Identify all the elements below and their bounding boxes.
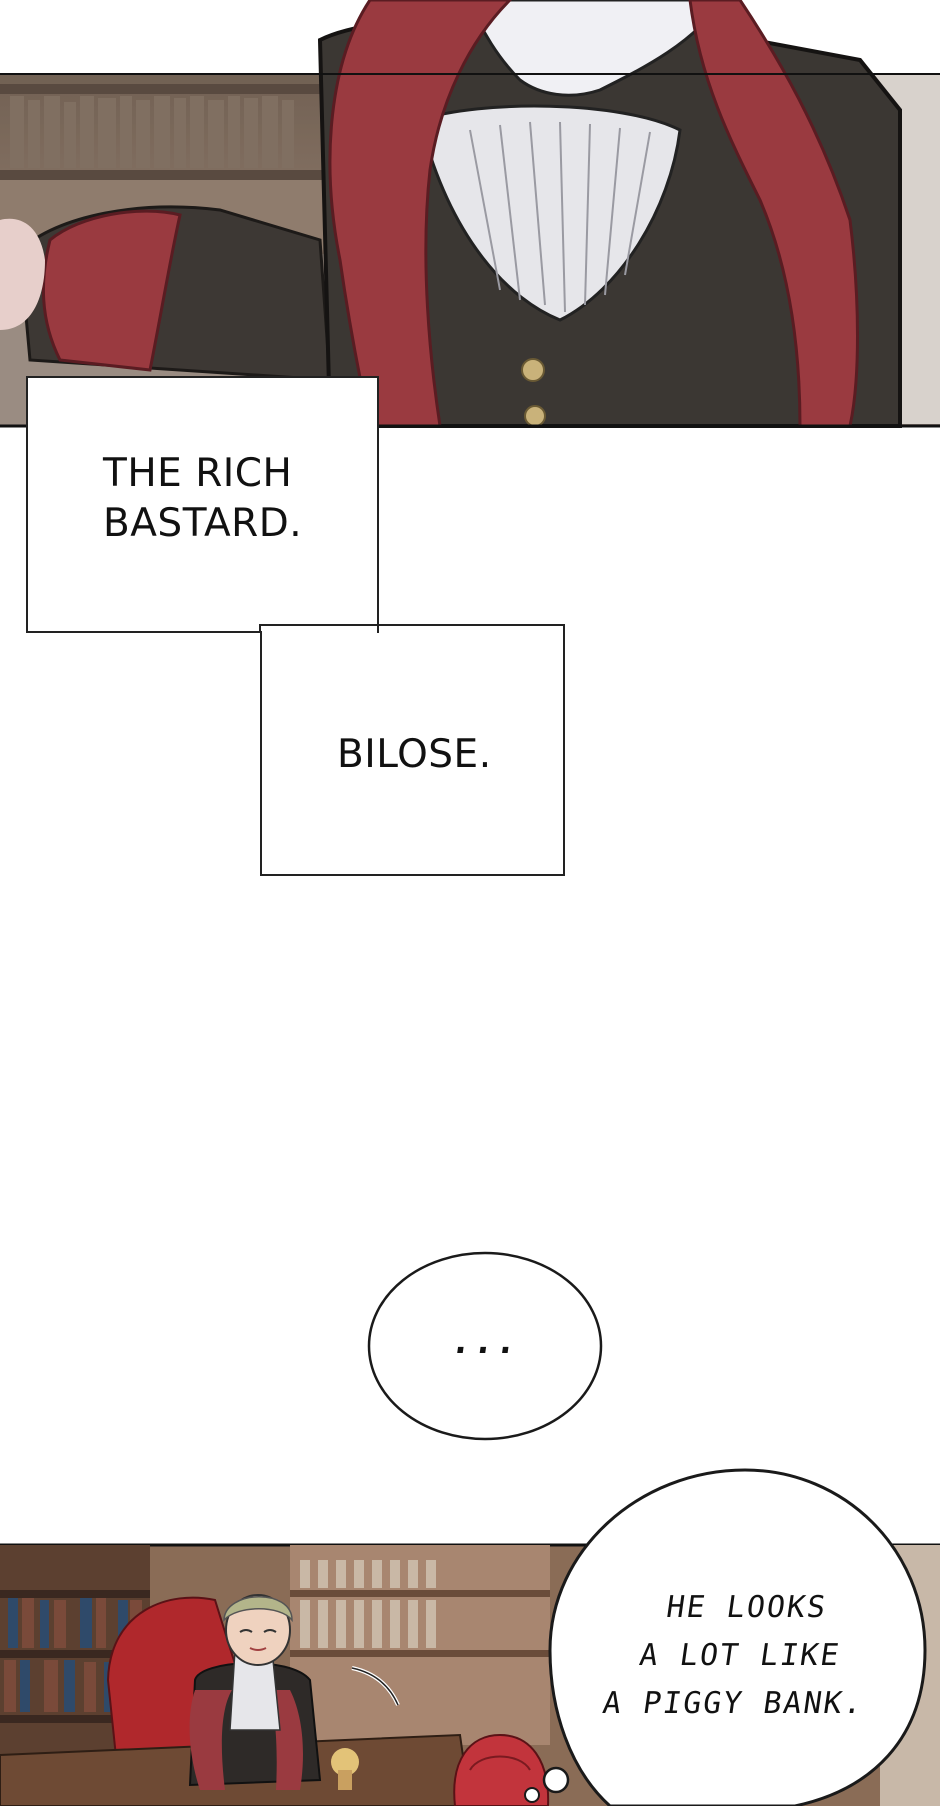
vest-torso: [317, 0, 902, 428]
thought-bubble-text: HE LOOKS A LOT LIKE A PIGGY BANK.: [590, 1584, 890, 1728]
caption-first-text: THE RICH BASTARD.: [103, 449, 302, 549]
vest-button-upper: [521, 358, 545, 382]
bookshelf-background: [0, 74, 360, 254]
desk-lamp: [331, 1748, 359, 1790]
thought-bubble-tail-small: [524, 1787, 540, 1803]
thought-bubble-line1: HE LOOKS: [664, 1590, 830, 1625]
left-sleeve: [0, 205, 332, 382]
caption-first-line1: THE RICH: [103, 451, 293, 496]
thought-bubble-line3: A PIGGY BANK.: [600, 1686, 867, 1721]
thought-bubble-line2: A LOT LIKE: [637, 1638, 843, 1673]
top-panel-art: [0, 0, 940, 428]
thought-bubble-tail-large: [542, 1766, 570, 1794]
library-bookshelf-center: [290, 1545, 550, 1745]
caption-second-text: BILOSE.: [337, 732, 492, 777]
caption-box-shapes: [26, 376, 565, 876]
character-bilose: [188, 1594, 322, 1790]
caption-first-line2: BASTARD.: [103, 501, 303, 546]
thought-bubble-shape: [524, 1468, 927, 1806]
